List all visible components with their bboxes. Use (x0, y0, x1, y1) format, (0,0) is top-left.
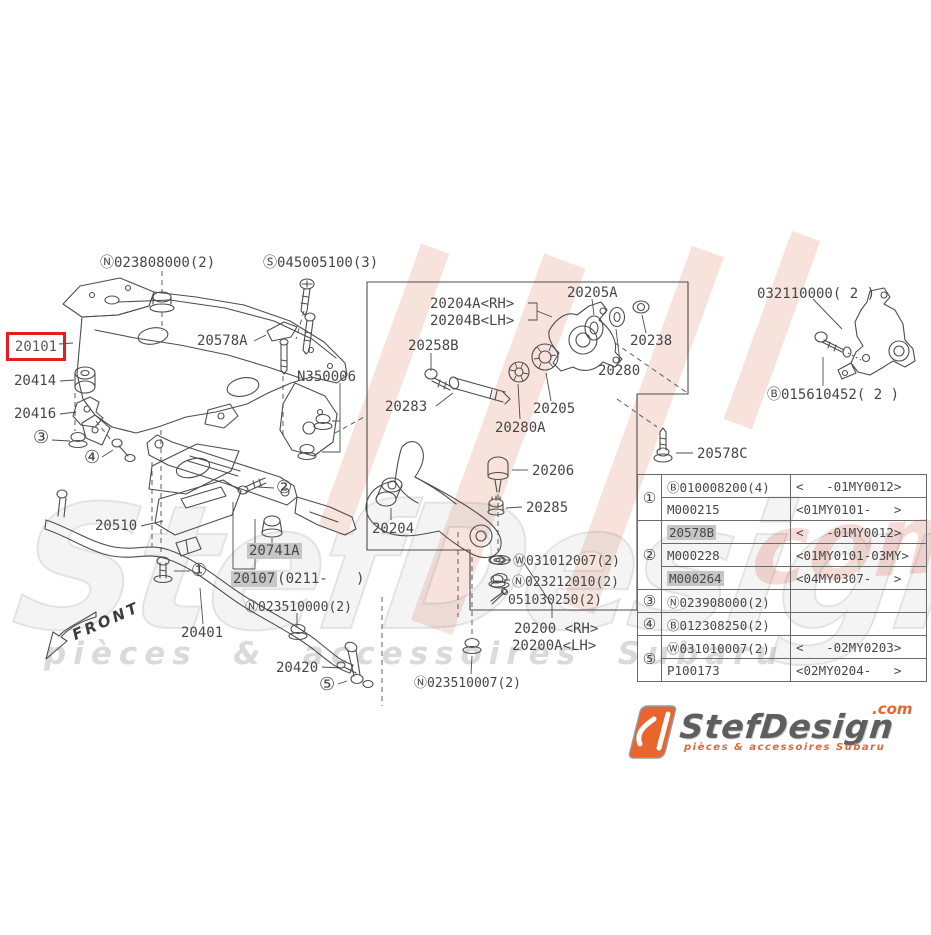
table-cell-range: < -02MY0203> (790, 635, 927, 659)
part-label-20414: 20414 (14, 373, 57, 389)
part-label-023212010: Ⓝ023212010(2) (512, 575, 619, 590)
crossmember-drawing (62, 277, 348, 457)
table-row: ② 20578B < -01MY0012> (637, 520, 927, 590)
table-row: P100173 <02MY0204- > (638, 658, 927, 682)
table-cell-part: M000228 (661, 543, 791, 567)
top-screw-drawing (299, 278, 315, 316)
part-label-20204a: 20204A<RH> (430, 296, 515, 312)
nut-3-drawing (68, 431, 88, 449)
callout-5: ⑤ (319, 674, 336, 695)
part-label-20107-close-bracket: ) (356, 571, 365, 587)
top-nut-drawing (149, 291, 175, 313)
part-label-045005100: Ⓢ045005100(3) (263, 255, 379, 271)
table-cell-callout: ③ (637, 589, 662, 613)
part-label-023510000: Ⓝ023510000(2) (245, 600, 352, 615)
table-cell-range (790, 589, 927, 613)
table-row: M000228 <01MY0101-03MY> (638, 543, 927, 567)
stopper-bracket-drawing (72, 396, 104, 428)
callout-1: ① (191, 560, 208, 581)
table-cell-part: M000215 (661, 497, 791, 521)
part-label-20204: 20204 (372, 521, 415, 537)
table-cell-part: Ⓝ023908000(2) (661, 589, 791, 613)
table-cell-callout: ⑤ (637, 635, 662, 682)
table-cell-part: Ⓑ012308250(2) (661, 612, 791, 636)
part-label-20510: 20510 (95, 518, 138, 534)
table-cell-callout: ② (637, 520, 662, 590)
table-cell-range: <04MY0307- > (790, 566, 927, 590)
highlighted-part: 20578B (667, 524, 717, 540)
table-cell-range: < -01MY0012> (790, 520, 927, 544)
part-label-20205a: 20205A (567, 285, 618, 301)
part-label-051030250: 051030250(2) (508, 593, 602, 608)
table-row: ③ Ⓝ023908000(2) (637, 589, 927, 613)
part-label-20285: 20285 (526, 500, 569, 516)
part-label-n350006: N350006 (297, 369, 357, 385)
part-label-20204b: 20204B<LH> (430, 313, 515, 329)
washer-icon (488, 555, 506, 565)
pitching-stopper-drawing (266, 312, 316, 375)
table-cell-part: 20578B (661, 520, 791, 544)
table-cell-range (790, 612, 927, 636)
part-label-20200-rh: 20200 <RH> (514, 621, 599, 637)
applicability-table: ① Ⓑ010008200(4) < -01MY0012> M000215 <01… (637, 474, 927, 682)
part-label-20107-date: (0211- (277, 571, 328, 587)
table-row: ⑤ Ⓦ031010007(2) < -02MY0203> (637, 635, 927, 682)
part-label-20107-number: 20107 (231, 571, 278, 587)
table-cell-range: <01MY0101- > (790, 497, 927, 521)
part-label-015610452: Ⓑ015610452( 2 ) (767, 387, 900, 403)
front-arrow (45, 611, 97, 660)
part-label-20416: 20416 (14, 406, 57, 422)
part-label-20280: 20280 (598, 363, 641, 379)
stopper-bushing-drawing (74, 366, 96, 394)
bolt-4-drawing (111, 438, 136, 463)
table-cell-range: <01MY0101-03MY> (790, 543, 927, 567)
part-label-20107: 20107(0211- (231, 571, 328, 587)
part-label-032110000: 032110000( 2 ) (757, 286, 876, 302)
table-row: ④ Ⓑ012308250(2) (637, 612, 927, 636)
part-label-20578c: 20578C (697, 446, 748, 462)
part-label-20283: 20283 (385, 399, 428, 415)
n350006-nuts-drawing (297, 413, 333, 461)
part-label-20205: 20205 (533, 401, 576, 417)
part-label-20741a-text: 20741A (247, 543, 302, 559)
part-label-20206: 20206 (532, 463, 575, 479)
table-row: M000264 <04MY0307- > (638, 566, 927, 590)
table-cell-part: P100173 (661, 658, 791, 682)
part-label-20101: 20101 (14, 338, 58, 355)
callout-2: ② (276, 477, 293, 498)
table-cell-part: M000264 (661, 566, 791, 590)
part-label-023510007: Ⓝ023510007(2) (414, 676, 521, 691)
part-label-023808000: Ⓝ023808000(2) (100, 255, 216, 271)
callout-3: ③ (33, 427, 50, 448)
part-label-20578a: 20578A (197, 333, 248, 349)
table-cell-range: < -01MY0012> (790, 474, 927, 498)
part-label-20200a-lh: 20200A<LH> (512, 638, 597, 654)
part-label-031012007: Ⓦ031012007(2) (513, 554, 620, 569)
part-label-20401: 20401 (181, 625, 224, 641)
callout-4: ④ (84, 447, 101, 468)
table-cell-part: Ⓦ031010007(2) (661, 635, 791, 659)
part-label-20238: 20238 (630, 333, 673, 349)
part-label-20258b: 20258B (408, 338, 459, 354)
part-label-20420: 20420 (276, 660, 319, 676)
table-cell-range: <02MY0204- > (790, 658, 927, 682)
table-cell-callout: ① (637, 474, 662, 521)
table-row: ① Ⓑ010008200(4) < -01MY0012> (637, 474, 927, 521)
bolt-20578c-drawing (653, 427, 673, 463)
support-bar-drawing (146, 434, 357, 584)
highlighted-part: M000264 (667, 570, 724, 586)
part-label-20280a: 20280A (495, 420, 546, 436)
highlighted-part-box-20101: 20101 (6, 332, 66, 361)
table-row: M000215 <01MY0101- > (638, 497, 927, 521)
table-cell-callout: ④ (637, 612, 662, 636)
sway-bar-drawing (44, 489, 482, 689)
part-label-20741a: 20741A (247, 543, 302, 559)
table-cell-part: Ⓑ010008200(4) (661, 474, 791, 498)
